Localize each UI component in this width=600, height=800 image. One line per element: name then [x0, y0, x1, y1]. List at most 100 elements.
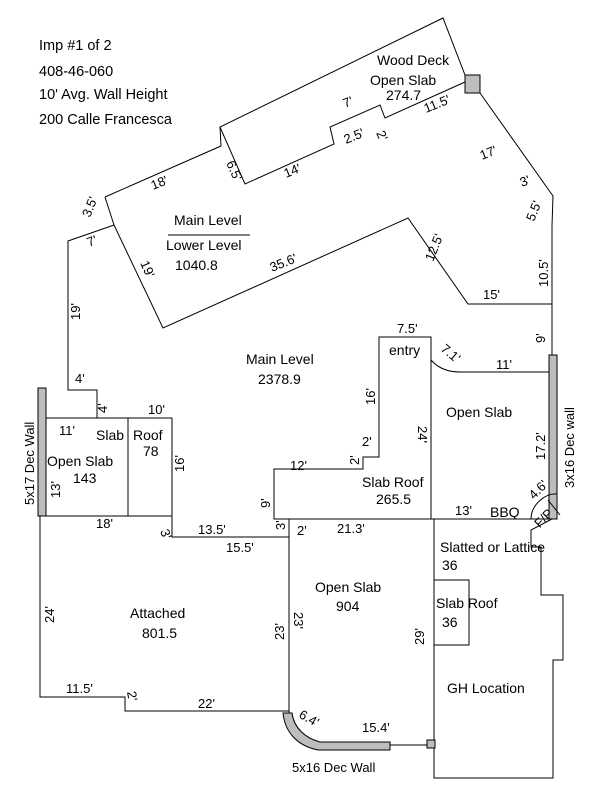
label-slatted: Slatted or Lattice [440, 539, 545, 555]
header-block: Imp #1 of 2 408-46-060 10' Avg. Wall Hei… [39, 38, 173, 128]
dim-label: 7' [341, 93, 356, 111]
left-dec-wall [37, 387, 47, 517]
label-open-slab-bottom: Open Slab [315, 579, 381, 595]
dim-label: 9' [533, 333, 548, 343]
dim-label: 2' [124, 690, 140, 702]
dim-label: 5.5' [523, 198, 545, 223]
label-slab-small-value: 78 [143, 443, 159, 459]
dim-label: 12' [290, 458, 307, 473]
dim-label: 11' [59, 423, 75, 438]
dim-label: 7.1' [438, 341, 463, 366]
dim-label: 4' [75, 371, 85, 386]
label-slatted-value: 36 [442, 557, 458, 573]
header-line-3: 10' Avg. Wall Height [39, 87, 168, 103]
label-main-level-value: 2378.9 [258, 371, 301, 387]
dim-label: 2' [362, 434, 372, 449]
dim-label: 18' [96, 516, 113, 531]
label-open-slab-left: Open Slab [47, 453, 113, 469]
dim-label: 2.5' [342, 125, 367, 147]
dim-label: 14' [282, 161, 303, 181]
dim-label: 2' [347, 455, 362, 465]
label-open-slab-bottom-value: 904 [336, 598, 360, 614]
slab-roof-mid-base [288, 518, 434, 537]
dim-label: 3' [157, 527, 174, 541]
label-slab-roof-low: Slab Roof [436, 595, 498, 611]
dim-label: 23' [272, 623, 287, 640]
dim-label: 13' [48, 481, 63, 498]
fireplace-shape [530, 493, 558, 520]
dim-label: 21.3' [337, 521, 365, 536]
main-level-outline [171, 336, 553, 538]
dim-label: 12.5' [422, 232, 446, 263]
label-main-level-upper: Main Level [174, 212, 242, 228]
wood-deck-notch [219, 81, 466, 185]
dim-label: 16' [363, 388, 378, 405]
dim-label: 11.5' [422, 92, 452, 116]
header-line-2: 408-46-060 [39, 64, 113, 80]
label-bottom-dec-wall: 5x16 Dec Wall [292, 760, 375, 775]
dim-label: 3' [273, 520, 288, 530]
header-line-1: Imp #1 of 2 [39, 38, 112, 54]
label-open-slab-left-value: 143 [73, 470, 97, 486]
attached-outline [39, 516, 290, 712]
dim-label: 15.5' [226, 540, 254, 555]
area-labels: Wood Deck Open Slab 274.7 Main Level Low… [47, 52, 556, 696]
dim-label: 3.5' [79, 194, 101, 219]
label-left-dec-wall: 5x17 Dec Wall [22, 422, 37, 505]
dim-label: 15.4' [362, 720, 390, 735]
dim-label: 9' [258, 498, 273, 508]
dim-label: 13.5' [198, 522, 226, 537]
label-wood-deck-value: 274.7 [386, 87, 421, 103]
label-attached: Attached [130, 605, 185, 621]
label-main-level: Main Level [246, 351, 314, 367]
label-entry: entry [389, 342, 420, 358]
dim-label: 29' [412, 628, 427, 645]
fireplace-divider [547, 499, 561, 516]
label-wood-deck: Wood Deck [377, 52, 450, 68]
dim-label: 24' [415, 426, 430, 443]
dim-label: 7.5' [397, 321, 418, 336]
open-slab-bottom-outline [288, 518, 564, 779]
label-slab-roof-low-value: 36 [442, 614, 458, 630]
wall-labels: 5x17 Dec Wall 3x16 Dec wall 5x16 Dec Wal… [22, 407, 577, 775]
slatted-box [434, 579, 470, 646]
slab-roof-small-box [40, 417, 172, 517]
dim-label: 35.6' [268, 250, 299, 274]
dim-label: 16' [172, 455, 187, 472]
label-wood-deck-type: Open Slab [370, 72, 436, 88]
label-lower-level: Lower Level [166, 237, 242, 253]
dim-label: 19' [68, 303, 83, 320]
dim-label: 11' [496, 357, 512, 372]
label-bbq: BBQ [490, 504, 520, 520]
dim-label: 6.4' [297, 707, 322, 730]
dim-label: 10.5' [536, 259, 551, 287]
dim-label: 6.5' [223, 158, 245, 183]
wood-deck-wall [464, 74, 481, 94]
dim-label: 2' [297, 523, 307, 538]
dim-label: 2' [373, 128, 391, 143]
label-right-dec-wall: 3x16 Dec wall [562, 407, 577, 488]
label-slab-small-1: Slab [96, 427, 124, 443]
dim-label: 15' [483, 287, 500, 302]
label-lower-level-value: 1040.8 [175, 257, 218, 273]
dim-label: 11.5' [66, 681, 93, 696]
dim-label: 3' [518, 172, 533, 190]
dim-label: 22' [198, 696, 215, 711]
dim-label: 4' [95, 403, 110, 413]
label-attached-value: 801.5 [142, 625, 177, 641]
label-open-slab-right: Open Slab [446, 404, 512, 420]
dim-label: 19' [137, 258, 158, 280]
right-dec-wall [548, 354, 558, 520]
dim-label: 4.6' [526, 477, 551, 502]
bottom-dec-wall [282, 712, 391, 751]
label-slab-small-2: Roof [133, 427, 163, 443]
lower-level-edge [104, 196, 115, 226]
dim-label: 24' [42, 606, 57, 623]
dim-label: 10' [148, 402, 165, 417]
dim-label: 18' [149, 173, 170, 193]
header-line-4: 200 Calle Francesca [39, 112, 173, 128]
bottom-wall-cap [426, 739, 436, 749]
dim-label: 17' [478, 143, 499, 163]
label-slab-roof-mid: Slab Roof [362, 474, 424, 490]
